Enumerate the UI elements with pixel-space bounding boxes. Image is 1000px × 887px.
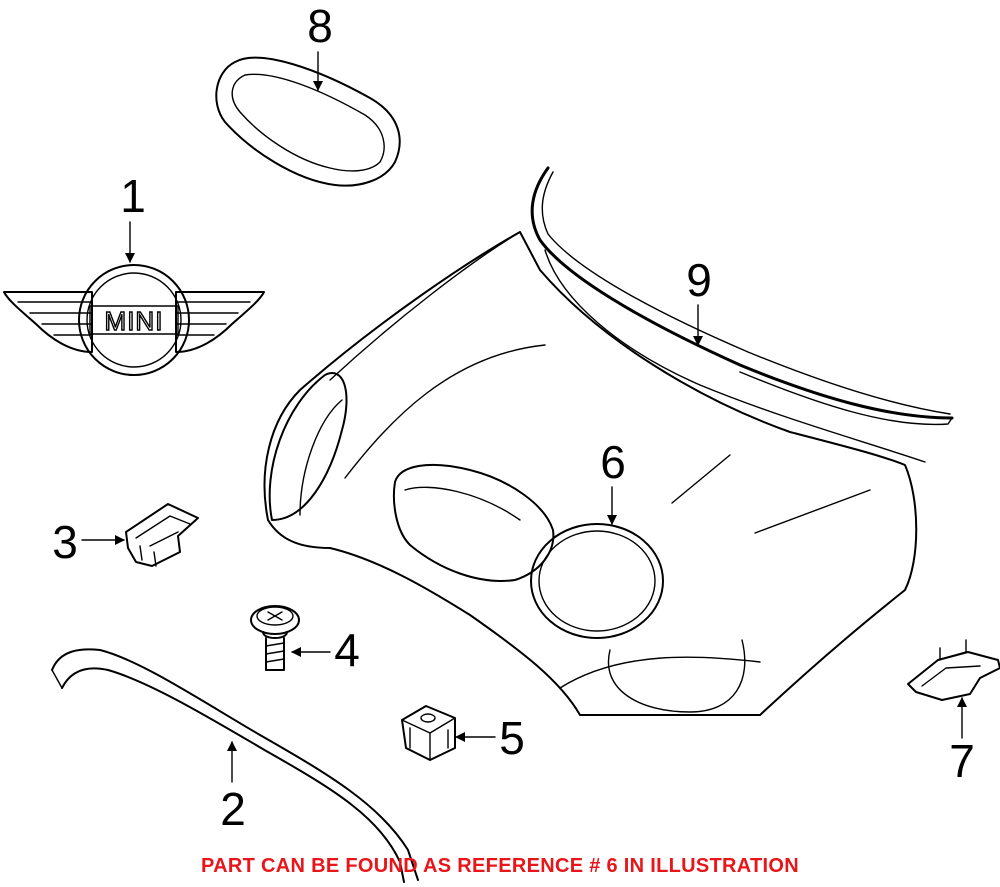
callout-6: 6 — [600, 436, 626, 488]
mounting-bracket — [907, 639, 1000, 701]
callout-2: 2 — [220, 783, 246, 835]
hood-seal-strip — [530, 166, 954, 426]
clip-nut — [401, 705, 456, 761]
callout-9: 9 — [686, 254, 712, 306]
hood-scoop-cover — [215, 56, 401, 187]
callout-7: 7 — [949, 735, 975, 787]
reference-note: PART CAN BE FOUND AS REFERENCE # 6 IN IL… — [201, 855, 799, 877]
callout-3: 3 — [52, 516, 78, 568]
hood-screw — [250, 605, 300, 671]
leader-arrows — [81, 51, 967, 783]
hood-panel — [263, 231, 926, 716]
retaining-clip — [125, 503, 199, 567]
callout-8: 8 — [307, 0, 333, 52]
mini-emblem: MINI — [3, 264, 265, 376]
lower-trim-strip — [51, 648, 419, 883]
callout-5: 5 — [499, 712, 525, 764]
emblem-logo-text: MINI — [105, 306, 164, 336]
callout-1: 1 — [120, 170, 146, 222]
callout-4: 4 — [334, 624, 360, 676]
headlamp-seal-ring — [530, 523, 664, 639]
